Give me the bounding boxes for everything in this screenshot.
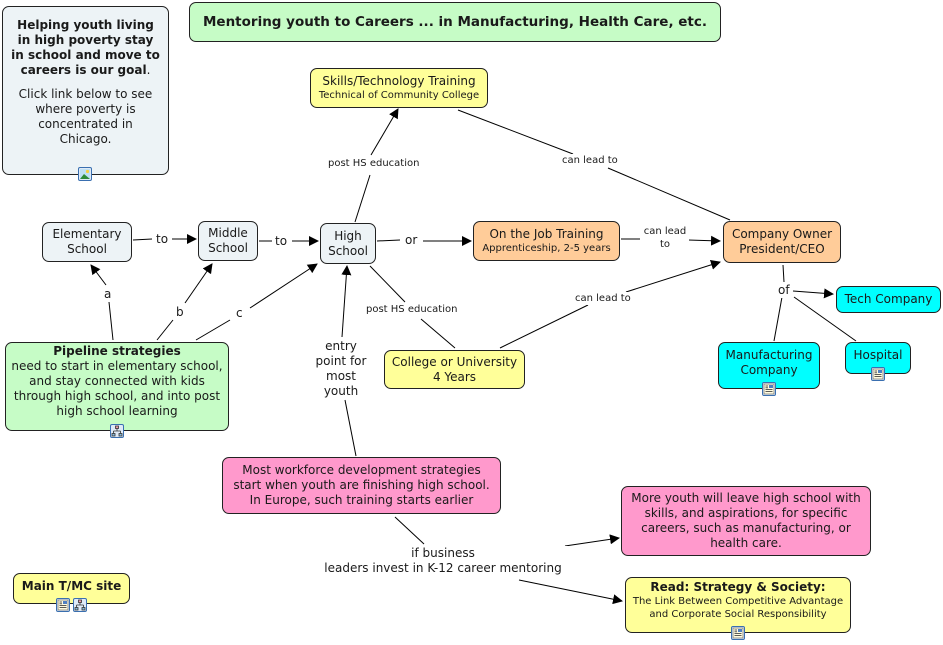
document-icon[interactable] bbox=[762, 382, 776, 396]
link-line bbox=[499, 304, 589, 349]
link-label-post-hs-education: post HS education bbox=[326, 157, 422, 170]
node-read-strategy-society[interactable]: Read: Strategy & Society: The Link Betwe… bbox=[625, 577, 851, 633]
link-line bbox=[156, 319, 174, 341]
goal-box: Helping youth living in high poverty sta… bbox=[2, 6, 169, 175]
link-line bbox=[793, 296, 857, 342]
link-label-b: b bbox=[174, 305, 186, 320]
node-workforce-strategies[interactable]: Most workforce development strategies st… bbox=[222, 457, 501, 514]
link-line bbox=[341, 265, 352, 338]
node-middle-school[interactable]: Middle School bbox=[198, 221, 258, 261]
link-label-can-lead-to: can lead to bbox=[641, 225, 689, 251]
link-line bbox=[420, 318, 456, 349]
link-line bbox=[625, 259, 721, 293]
goal-body: Click link below to see where poverty is… bbox=[18, 87, 153, 146]
concept-map-icon[interactable] bbox=[110, 424, 124, 438]
link-line bbox=[394, 516, 425, 545]
document-icon[interactable] bbox=[871, 367, 885, 381]
document-icon[interactable] bbox=[56, 598, 70, 612]
link-line bbox=[564, 534, 620, 547]
link-label-of: of bbox=[776, 283, 792, 298]
node-on-the-job-training[interactable]: On the Job Training Apprenticeship, 2-5 … bbox=[473, 221, 620, 261]
node-high-school[interactable]: High School bbox=[320, 223, 376, 264]
link-label-entry-point: entry point for most youth bbox=[311, 339, 371, 399]
link-line bbox=[607, 167, 731, 221]
link-label-to: to bbox=[273, 234, 290, 249]
link-line bbox=[90, 264, 107, 286]
link-line bbox=[108, 301, 114, 341]
node-tech-company[interactable]: Tech Company bbox=[836, 286, 941, 313]
link-line bbox=[376, 239, 401, 242]
goal-heading: Helping youth living in high poverty sta… bbox=[11, 18, 160, 77]
link-line bbox=[249, 263, 318, 309]
node-company-owner[interactable]: Company Owner President/CEO bbox=[723, 221, 841, 263]
node-pipeline-strategies[interactable]: Pipeline strategies need to start in ele… bbox=[5, 342, 229, 431]
link-line bbox=[344, 399, 357, 457]
link-line bbox=[132, 238, 153, 241]
link-line bbox=[782, 264, 785, 283]
link-label-can-lead-to: can lead to bbox=[573, 292, 633, 305]
concept-map-icon[interactable] bbox=[73, 598, 87, 612]
link-line bbox=[457, 109, 574, 155]
link-label-to: to bbox=[154, 232, 171, 247]
document-icon[interactable] bbox=[731, 626, 745, 640]
node-elementary-school[interactable]: Elementary School bbox=[42, 222, 132, 262]
node-more-youth[interactable]: More youth will leave high school with s… bbox=[621, 486, 871, 556]
link-label-c: c bbox=[234, 306, 245, 321]
node-main-site[interactable]: Main T/MC site bbox=[13, 573, 130, 604]
link-line bbox=[369, 265, 406, 303]
link-line bbox=[773, 296, 783, 342]
link-line bbox=[792, 288, 834, 299]
link-line bbox=[195, 319, 231, 341]
link-label-or: or bbox=[403, 233, 420, 248]
link-line bbox=[687, 235, 721, 246]
node-manufacturing-company[interactable]: Manufacturing Company bbox=[718, 342, 820, 389]
link-line bbox=[354, 174, 371, 223]
node-college-university[interactable]: College or University 4 Years bbox=[384, 350, 525, 389]
link-label-can-lead-to: can lead to bbox=[560, 154, 620, 167]
link-label-a: a bbox=[102, 287, 114, 302]
link-line bbox=[184, 263, 213, 304]
node-skills-training[interactable]: Skills/Technology Training Technical of … bbox=[310, 68, 488, 108]
map-title: Mentoring youth to Careers ... in Manufa… bbox=[189, 2, 721, 42]
link-label-if-business: if business leaders invest in K-12 caree… bbox=[318, 546, 568, 576]
image-icon[interactable] bbox=[78, 167, 92, 181]
link-label-post-hs-education: post HS education bbox=[364, 303, 460, 316]
link-line bbox=[518, 579, 623, 605]
link-line bbox=[370, 108, 399, 156]
